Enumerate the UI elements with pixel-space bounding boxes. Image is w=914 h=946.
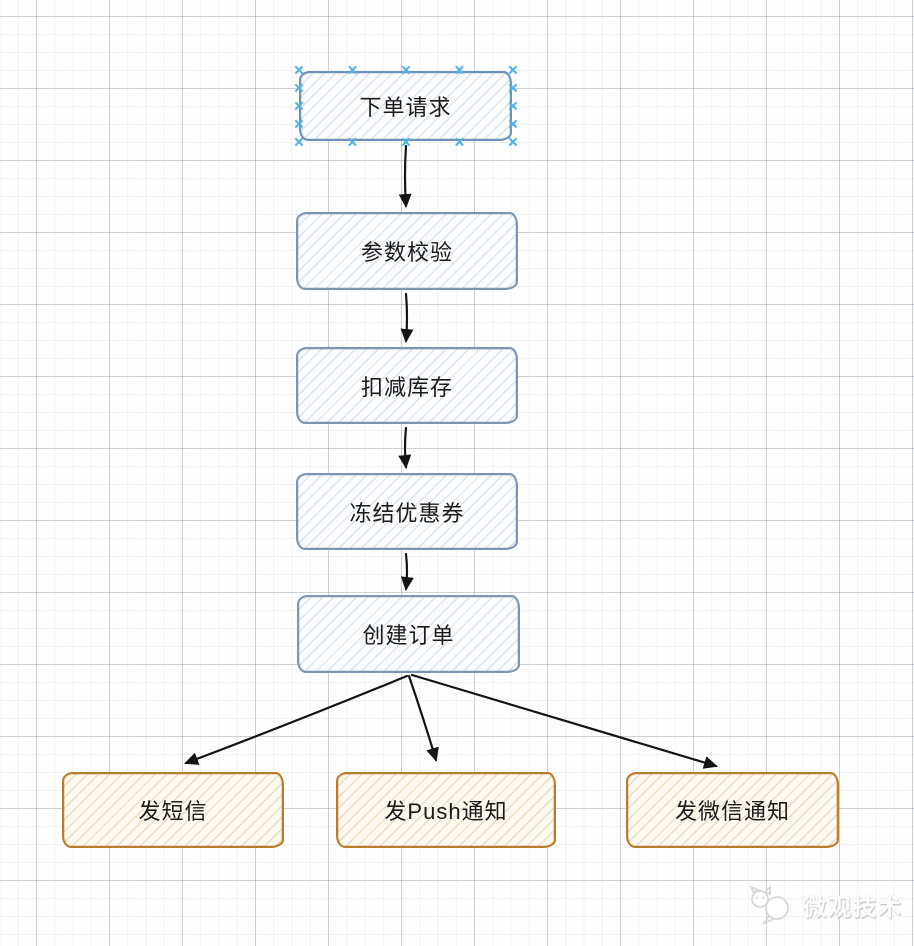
- selection-handle[interactable]: ×: [508, 96, 518, 116]
- node-label: 发Push通知: [384, 799, 508, 824]
- selection-handle[interactable]: ×: [508, 78, 518, 98]
- selection-handle[interactable]: ×: [294, 96, 304, 116]
- node-send-sms[interactable]: 发短信: [62, 772, 284, 848]
- selection-handles: ××××××××××××××××: [294, 62, 518, 151]
- edge-freeze-coupon-create-order[interactable]: [400, 552, 414, 591]
- node-param-check[interactable]: 参数校验: [296, 212, 518, 290]
- edge-create-order-send-wechat[interactable]: [410, 673, 718, 769]
- selection-handle[interactable]: ×: [508, 60, 518, 80]
- node-send-wechat[interactable]: 发微信通知: [626, 772, 839, 848]
- node-create-order[interactable]: 创建订单: [297, 595, 520, 673]
- selection-handle[interactable]: ×: [508, 114, 518, 134]
- selection-handle[interactable]: ×: [294, 132, 304, 152]
- selection-handle[interactable]: ×: [294, 78, 304, 98]
- node-label: 下单请求: [359, 95, 452, 120]
- selection-handle[interactable]: ×: [454, 60, 465, 80]
- cat-chat-logo-icon: [749, 884, 789, 925]
- node-label: 发短信: [138, 799, 208, 824]
- edge-deduct-stock-freeze-coupon[interactable]: [398, 426, 412, 469]
- node-deduct-stock[interactable]: 扣减库存: [296, 347, 518, 424]
- node-freeze-coupon[interactable]: 冻结优惠券: [296, 473, 518, 550]
- node-label: 发微信通知: [674, 799, 790, 824]
- selection-handle[interactable]: ×: [347, 132, 358, 152]
- watermark-text: 微观技术: [803, 894, 903, 920]
- node-send-push[interactable]: 发Push通知: [336, 772, 556, 848]
- selection-handle[interactable]: ×: [401, 132, 411, 152]
- node-order-request[interactable]: 下单请求: [299, 71, 512, 141]
- node-label: 参数校验: [360, 240, 453, 265]
- edge-create-order-send-sms[interactable]: [184, 674, 409, 765]
- selection-handle[interactable]: ×: [347, 60, 358, 80]
- node-label: 冻结优惠券: [349, 500, 465, 526]
- selection-handle[interactable]: ×: [401, 60, 411, 80]
- selection-handle[interactable]: ×: [454, 132, 465, 152]
- edge-param-check-deduct-stock[interactable]: [400, 292, 414, 343]
- node-label: 创建订单: [362, 623, 455, 648]
- edge-order-request-param-check[interactable]: [398, 144, 412, 208]
- edge-create-order-send-push[interactable]: [407, 674, 439, 762]
- watermark: 微观技术: [746, 884, 903, 926]
- selection-handle[interactable]: ×: [508, 132, 518, 152]
- node-label: 扣减库存: [360, 374, 453, 400]
- selection-handle[interactable]: ×: [294, 114, 304, 134]
- selection-handle[interactable]: ×: [294, 60, 304, 80]
